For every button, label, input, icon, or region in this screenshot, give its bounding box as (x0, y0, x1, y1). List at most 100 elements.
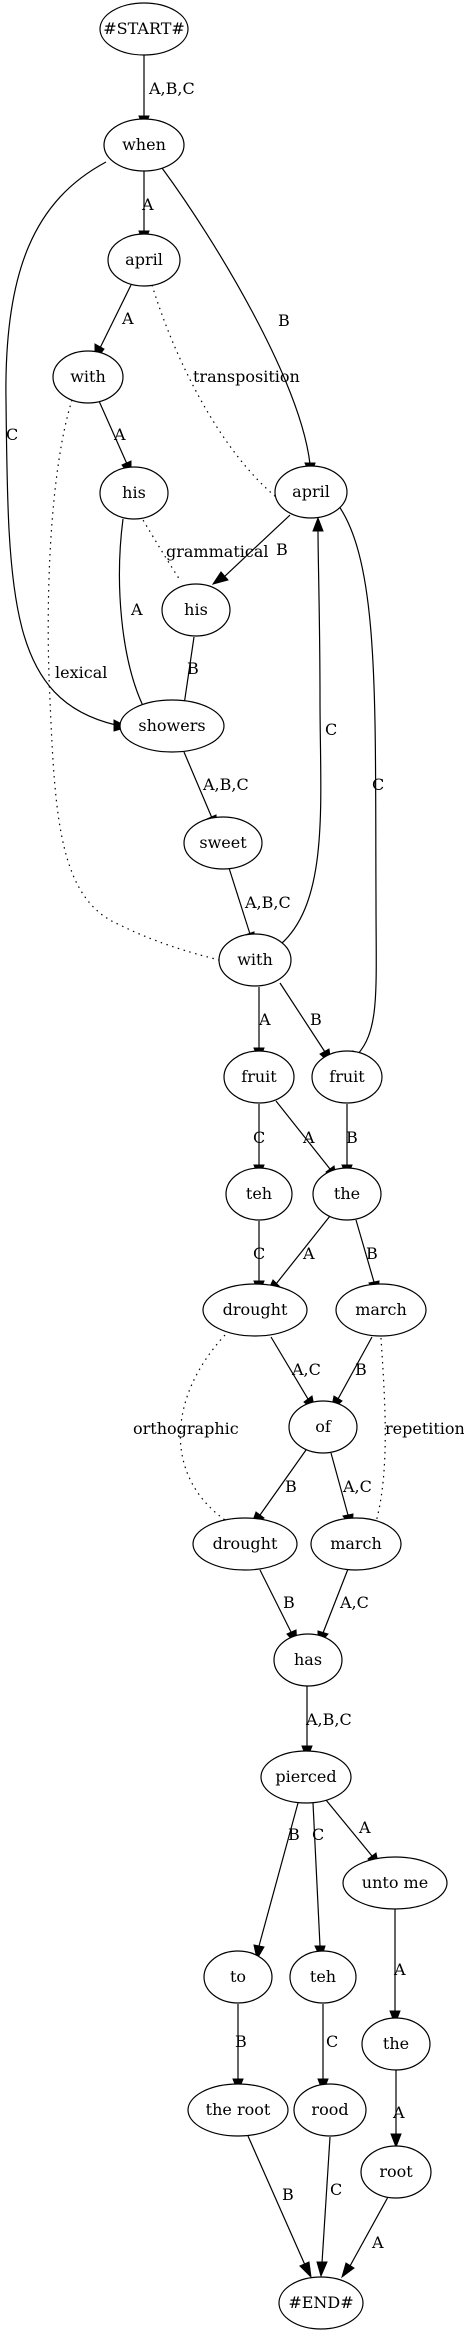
node-march[interactable]: march (335, 1283, 427, 1337)
node-label: teh (310, 1967, 336, 1986)
relation-label: orthographic (133, 1419, 239, 1438)
edge-april-with-a: A (94, 284, 134, 363)
edge-label: A,B,C (202, 775, 249, 794)
node-label: fruit (329, 1067, 365, 1086)
node-drought[interactable]: drought (202, 1283, 308, 1337)
edge-march-has-ac: A,C (317, 1568, 369, 1647)
node-label: the (334, 1184, 360, 1203)
node-april-b[interactable]: april (274, 465, 348, 519)
node-unto-me[interactable]: unto me (342, 1856, 448, 1910)
node-end[interactable]: #END# (278, 2276, 364, 2330)
edge-label: B (366, 1244, 378, 1263)
edge-pierced-unto-a: A (325, 1799, 380, 1870)
node-label: sweet (199, 833, 247, 852)
node-with[interactable]: with (218, 933, 292, 987)
relation-label: transposition (193, 367, 300, 386)
edge-label: A,B,C (244, 893, 291, 912)
node-has[interactable]: has (273, 1633, 343, 1687)
edge-with-fruit-b: B (279, 982, 332, 1066)
edge-his-showers-a: A (118, 518, 151, 724)
edge-label: B (283, 1593, 295, 1612)
node-march-ac[interactable]: march (310, 1517, 402, 1571)
edge-label: A (371, 2233, 384, 2252)
node-label: the root (206, 2100, 271, 2119)
edge-april-his-b: B (211, 514, 291, 585)
edge-drought-of-ac: A,C (270, 1336, 321, 1413)
node-fruit-a[interactable]: fruit (223, 1050, 295, 1104)
edge-to-theroot-b: B (232, 2004, 247, 2094)
node-label: to (230, 1967, 246, 1986)
node-his-a[interactable]: his (99, 466, 169, 520)
node-label: march (330, 1534, 382, 1553)
edge-label: C (253, 1128, 265, 1147)
node-drought-b[interactable]: drought (192, 1517, 298, 1571)
node-label: his (184, 600, 208, 619)
relation-grammatical: grammatical (139, 514, 268, 581)
node-teh[interactable]: teh (225, 1167, 293, 1221)
edge-fruit-the-a: A (275, 1100, 338, 1183)
node-the-a[interactable]: the (361, 2017, 431, 2071)
node-label: #START# (103, 19, 185, 38)
edge-label: A (141, 195, 154, 214)
relation-orthographic: orthographic (133, 1334, 239, 1523)
node-to[interactable]: to (203, 1950, 273, 2004)
edge-label: A,B,C (305, 1710, 352, 1729)
relation-label: lexical (55, 663, 107, 682)
node-root[interactable]: root (360, 2145, 432, 2199)
node-of[interactable]: of (288, 1400, 358, 1454)
edge-label: B (288, 1825, 300, 1844)
node-label: unto me (362, 1873, 428, 1892)
node-label: april (292, 482, 330, 501)
edge-label: B (310, 1010, 322, 1029)
node-april-a[interactable]: april (107, 233, 181, 287)
node-label: his (122, 483, 146, 502)
node-the-root[interactable]: the root (187, 2083, 289, 2137)
node-fruit-b[interactable]: fruit (311, 1050, 383, 1104)
node-label: when (122, 135, 166, 154)
node-showers[interactable]: showers (119, 699, 225, 753)
edge-pierced-to-b: B (253, 1802, 300, 1961)
edge-when-showers: C (5, 161, 130, 732)
edge-rood-end-c: C (316, 2136, 342, 2278)
node-teh-2[interactable]: teh (289, 1950, 357, 2004)
edge-label: A (393, 1960, 406, 1979)
edge-label: A (113, 425, 126, 444)
edge-april-fruit-c: C (335, 501, 384, 1065)
edge-march-of-b: B (330, 1336, 373, 1413)
node-rood[interactable]: rood (293, 2083, 367, 2137)
edge-teh-rood-c: C (317, 2004, 338, 2094)
edge-with-fruit-a: A (253, 987, 271, 1063)
edge-label: A,B,C (148, 79, 195, 98)
edge-unto-the-a: A (389, 1909, 406, 2026)
edge-fruit-teh-c: C (253, 1104, 265, 1180)
node-when[interactable]: when (103, 118, 185, 172)
node-pierced[interactable]: pierced (260, 1750, 352, 1804)
edge-label: A,C (342, 1477, 372, 1496)
node-label: rood (311, 2100, 348, 2119)
edge-label: A,C (339, 1593, 369, 1612)
edge-label: C (372, 775, 384, 794)
edge-drought-has-b: B (259, 1569, 298, 1647)
node-with-a[interactable]: with (52, 350, 124, 404)
edge-with-his-a: A (98, 400, 132, 479)
node-label: of (315, 1417, 332, 1436)
node-label: the (383, 2034, 409, 2053)
edge-label: C (325, 720, 337, 739)
edge-when-april-a: A (138, 171, 154, 246)
edge-label: B (346, 1128, 358, 1147)
edge-when-april-b: B (161, 167, 316, 478)
node-the[interactable]: the (312, 1167, 382, 1221)
edge-label: C (253, 1244, 265, 1263)
node-his-b[interactable]: his (161, 583, 231, 637)
edge-label: C (326, 2032, 338, 2051)
edge-of-march-ac: A,C (330, 1452, 372, 1530)
node-label: with (237, 950, 273, 969)
node-sweet[interactable]: sweet (183, 816, 263, 870)
edge-root-end-a: A (341, 2196, 389, 2279)
edge-fruit-the-b: B (341, 1104, 358, 1180)
node-label: drought (223, 1300, 288, 1319)
node-label: has (294, 1650, 322, 1669)
relation-label: repetition (385, 1419, 464, 1438)
node-start[interactable]: #START# (99, 2, 189, 56)
